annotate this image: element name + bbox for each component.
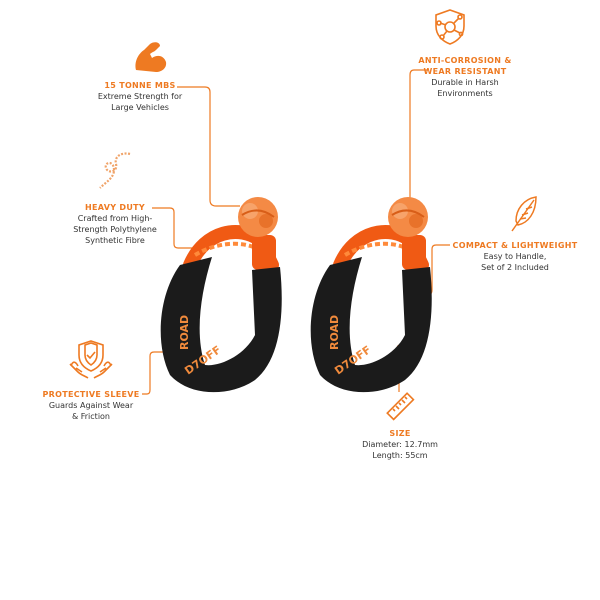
soft-shackle-left: ROAD D7OFF bbox=[160, 197, 282, 393]
feature-desc: Guards Against Wear bbox=[48, 401, 134, 410]
feature-desc: Length: 55cm bbox=[372, 451, 428, 460]
feature-anti-corrosion: ANTI-CORROSION & WEAR RESISTANT Durable … bbox=[410, 55, 520, 99]
feature-desc: Environments bbox=[437, 89, 493, 98]
feature-size: SIZE Diameter: 12.7mm Length: 55cm bbox=[355, 428, 445, 461]
feature-desc: Extreme Strength for bbox=[97, 92, 183, 101]
feature-desc: Crafted from High- bbox=[77, 214, 153, 223]
feature-title: SIZE bbox=[389, 429, 411, 438]
feature-desc: Large Vehicles bbox=[111, 103, 169, 112]
feature-desc: Diameter: 12.7mm bbox=[362, 440, 438, 449]
flexed-bicep-icon bbox=[135, 42, 167, 72]
shield-molecule-icon bbox=[435, 9, 465, 45]
feature-lightweight: COMPACT & LIGHTWEIGHT Easy to Handle, Se… bbox=[450, 240, 580, 273]
feature-desc: Set of 2 Included bbox=[481, 263, 549, 272]
feature-title: COMPACT & LIGHTWEIGHT bbox=[452, 241, 578, 250]
feature-desc: Synthetic Fibre bbox=[85, 236, 145, 245]
rope-icon bbox=[99, 152, 131, 189]
ruler-icon bbox=[386, 392, 415, 421]
hands-shield-check-icon bbox=[69, 340, 113, 379]
feature-title: HEAVY DUTY bbox=[85, 203, 145, 212]
feature-desc: Easy to Handle, bbox=[483, 252, 547, 261]
feature-desc: Durable in Harsh bbox=[431, 78, 499, 87]
feature-protective-sleeve: PROTECTIVE SLEEVE Guards Against Wear & … bbox=[36, 389, 146, 422]
feature-desc: & Friction bbox=[71, 412, 111, 421]
feature-desc: Strength Polythylene bbox=[73, 225, 157, 234]
feature-title: WEAR RESISTANT bbox=[423, 67, 507, 76]
svg-text:ROAD: ROAD bbox=[328, 315, 341, 350]
feature-heavy-duty: HEAVY DUTY Crafted from High- Strength P… bbox=[60, 202, 170, 246]
feature-title: 15 TONNE MBS bbox=[104, 81, 176, 90]
feature-title: PROTECTIVE SLEEVE bbox=[42, 390, 140, 399]
soft-shackle-right: ROAD D7OFF bbox=[310, 197, 432, 393]
feature-title: ANTI-CORROSION & bbox=[418, 56, 512, 65]
feature-strength: 15 TONNE MBS Extreme Strength for Large … bbox=[80, 80, 200, 113]
sleeve-brand-text: ROAD bbox=[178, 315, 191, 350]
feather-icon bbox=[511, 196, 537, 232]
